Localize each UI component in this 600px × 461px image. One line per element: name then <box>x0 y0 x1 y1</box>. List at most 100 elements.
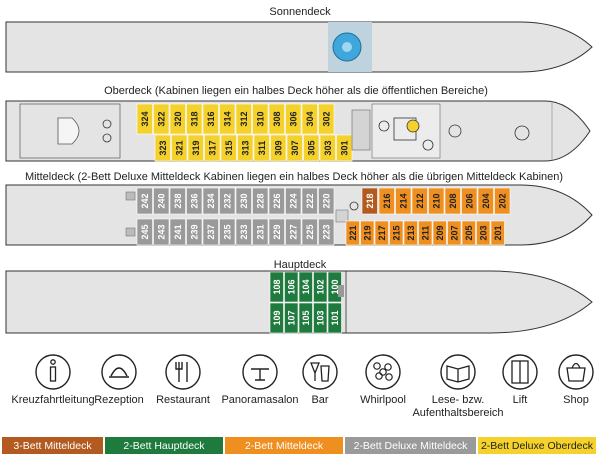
mitteldeck-aft-stairs <box>125 227 136 237</box>
cabin-231: 231 <box>252 218 269 246</box>
cabin-203: 203 <box>476 220 491 246</box>
cabin-number: 104 <box>301 279 311 294</box>
cabin-number: 240 <box>156 193 166 208</box>
cabin-105: 105 <box>298 302 313 334</box>
cabin-number: 107 <box>286 310 296 325</box>
cabin-306: 306 <box>285 103 302 135</box>
cabin-316: 316 <box>202 103 219 135</box>
cabin-number: 211 <box>420 226 430 241</box>
cabin-number: 216 <box>382 193 392 208</box>
cabin-number: 245 <box>140 224 150 239</box>
cabin-number: 231 <box>255 224 265 239</box>
cabin-number: 109 <box>272 310 282 325</box>
cabin-number: 103 <box>315 310 325 325</box>
cabin-number: 309 <box>273 140 283 155</box>
cabin-number: 318 <box>189 111 199 126</box>
reception-bell-icon <box>378 120 390 132</box>
cabin-202: 202 <box>494 187 511 215</box>
cabin-236: 236 <box>186 187 203 215</box>
amenity-book: Lese- bzw.Aufenthaltsbereich <box>412 354 504 419</box>
cabin-312: 312 <box>235 103 252 135</box>
cabin-number: 306 <box>288 111 298 126</box>
cabin-109: 109 <box>269 302 284 334</box>
cabin-301: 301 <box>336 134 353 162</box>
amenity-label: Kreuzfahrtleitung <box>11 394 94 406</box>
cabin-213: 213 <box>403 220 418 246</box>
cabin-number: 319 <box>191 140 201 155</box>
cabin-number: 206 <box>464 193 474 208</box>
cabin-number: 101 <box>330 310 340 325</box>
cabin-209: 209 <box>432 220 447 246</box>
cabin-number: 312 <box>239 111 249 126</box>
cabin-number: 315 <box>224 140 234 155</box>
cabin-number: 241 <box>173 224 183 239</box>
cabin-number: 321 <box>174 140 184 155</box>
legend-label: 2-Bett Mitteldeck <box>245 440 324 452</box>
oberdeck-title: Oberdeck (Kabinen liegen ein halbes Deck… <box>104 85 488 97</box>
cabin-315: 315 <box>220 134 237 162</box>
cabin-227: 227 <box>285 218 302 246</box>
cabin-311: 311 <box>253 134 270 162</box>
cabin-310: 310 <box>252 103 269 135</box>
legend-item: 2-Bett Hauptdeck <box>105 437 223 454</box>
cabin-number: 239 <box>189 224 199 239</box>
cabin-103: 103 <box>313 302 328 334</box>
cabin-number: 106 <box>286 279 296 294</box>
cabin-number: 304 <box>305 111 315 126</box>
legend-label: 2-Bett Deluxe Mitteldeck <box>354 440 469 452</box>
cabin-number: 232 <box>222 193 232 208</box>
cabin-number: 311 <box>257 141 267 156</box>
cabin-number: 210 <box>431 193 441 208</box>
cabin-106: 106 <box>284 271 299 303</box>
cabin-number: 226 <box>272 193 282 208</box>
cabin-number: 320 <box>173 111 183 126</box>
cabin-number: 105 <box>301 310 311 325</box>
oberdeck-service-area <box>371 103 441 159</box>
amenity-label: Whirlpool <box>360 394 406 406</box>
legend-label: 2-Bett Hauptdeck <box>123 440 205 452</box>
cabin-215: 215 <box>389 220 404 246</box>
cabin-number: 201 <box>493 225 503 240</box>
reception-bell-icon <box>101 354 137 390</box>
legend-item: 2-Bett Deluxe Mitteldeck <box>345 437 476 454</box>
whirlpool-pool-center <box>342 42 352 52</box>
cabin-314: 314 <box>219 103 236 135</box>
cabin-219: 219 <box>360 220 375 246</box>
sonnendeck-title: Sonnendeck <box>269 6 331 18</box>
cabin-number: 227 <box>288 224 298 239</box>
cabin-221: 221 <box>345 220 360 246</box>
cabin-number: 235 <box>222 224 232 239</box>
amenity-label: Rezeption <box>94 394 144 406</box>
cabin-number: 314 <box>222 111 232 126</box>
info-icon <box>102 119 112 129</box>
cabin-number: 205 <box>464 225 474 240</box>
cabin-222: 222 <box>301 187 318 215</box>
amenity-label: Bar <box>311 394 328 406</box>
cabin-number: 317 <box>207 140 217 155</box>
amenity-label: Restaurant <box>156 394 210 406</box>
cabin-321: 321 <box>171 134 188 162</box>
cabin-309: 309 <box>270 134 287 162</box>
cabin-number: 322 <box>156 111 166 126</box>
cabin-number: 215 <box>391 225 401 240</box>
cabin-233: 233 <box>235 218 252 246</box>
book-icon <box>440 354 476 390</box>
hauptdeck-title: Hauptdeck <box>274 259 327 271</box>
cabin-212: 212 <box>411 187 428 215</box>
legend-swatch <box>345 437 476 454</box>
cabin-number: 310 <box>255 111 265 126</box>
cabin-number: 223 <box>321 224 331 239</box>
cabin-number: 234 <box>206 193 216 208</box>
cabin-number: 307 <box>290 140 300 155</box>
cabin-number: 228 <box>255 193 265 208</box>
cabin-number: 221 <box>348 225 358 240</box>
cabin-201: 201 <box>490 220 505 246</box>
cabin-number: 203 <box>478 225 488 240</box>
cabin-206: 206 <box>461 187 478 215</box>
cabin-number: 225 <box>305 224 315 239</box>
cabin-number: 207 <box>449 225 459 240</box>
